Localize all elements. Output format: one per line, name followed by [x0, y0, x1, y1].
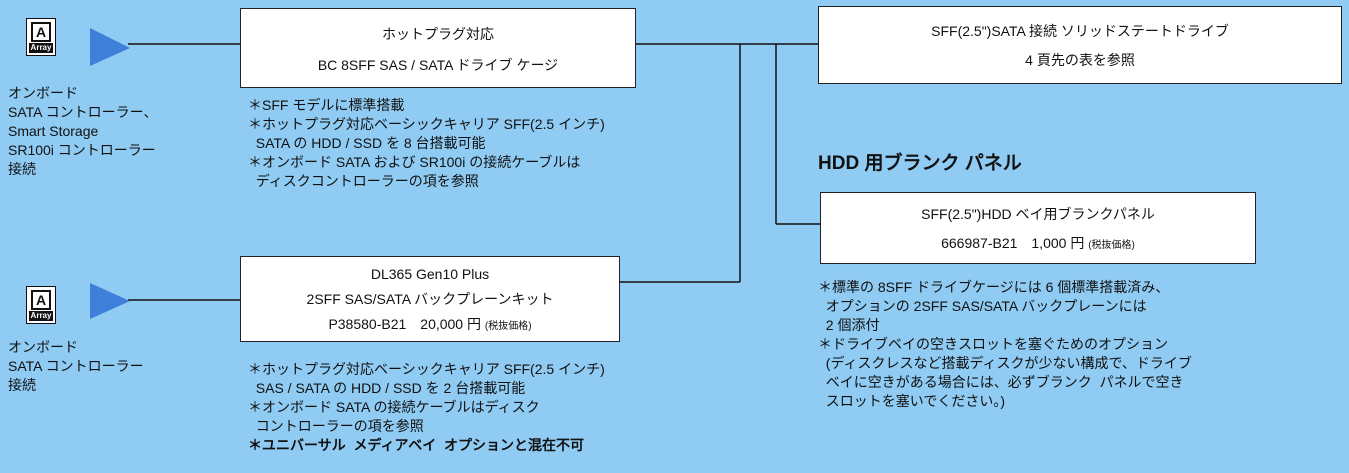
drive-cage-box: ホットプラグ対応 BC 8SFF SAS / SATA ドライブ ケージ	[240, 8, 636, 88]
array-icon-letter: A	[31, 22, 51, 42]
blank-panel-notes: ＊標準の 8SFF ドライブケージには 6 個標準搭載済み、 オプションの 2S…	[818, 279, 1192, 409]
arrow-right-icon	[90, 283, 130, 319]
controller-bottom-label: オンボード SATA コントローラー 接続	[8, 339, 144, 393]
arrow-right-icon	[90, 28, 130, 66]
blank-panel-price: 666987-B21 1,000 円 (税抜価格)	[941, 235, 1135, 251]
blank-panel-heading: HDD 用ブランク パネル	[818, 153, 1022, 174]
ssd-box: SFF(2.5")SATA 接続 ソリッドステートドライブ 4 頁先の表を参照	[818, 6, 1342, 84]
drive-cage-name: BC 8SFF SAS / SATA ドライブ ケージ	[317, 57, 559, 73]
array-controller-icon: A Array	[26, 18, 56, 56]
backplane-kit-box: DL365 Gen10 Plus 2SFF SAS/SATA バックプレーンキッ…	[240, 256, 620, 342]
array-icon-label: Array	[29, 311, 53, 321]
backplane-price: P38580-B21 20,000 円 (税抜価格)	[328, 316, 532, 332]
blank-panel-title: SFF(2.5")HDD ベイ用ブランクパネル	[921, 206, 1155, 222]
mixing-warning: ＊ユニバーサル メディアベイ オプションと混在不可	[248, 437, 585, 453]
array-icon-label: Array	[29, 43, 53, 53]
backplane-name: 2SFF SAS/SATA バックプレーンキット	[306, 291, 554, 307]
backplane-notes: ＊ホットプラグ対応ベーシックキャリア SFF(2.5 インチ) SAS / SA…	[248, 361, 605, 453]
drive-cage-notes: ＊SFF モデルに標準搭載 ＊ホットプラグ対応ベーシックキャリア SFF(2.5…	[248, 97, 605, 189]
controller-top-label: オンボード SATA コントローラー、 Smart Storage SR100i…	[8, 85, 158, 177]
blank-panel-box: SFF(2.5")HDD ベイ用ブランクパネル 666987-B21 1,000…	[820, 192, 1256, 264]
backplane-server: DL365 Gen10 Plus	[370, 266, 490, 282]
drive-cage-title: ホットプラグ対応	[382, 26, 494, 42]
array-controller-icon: A Array	[26, 286, 56, 324]
ssd-reference: 4 頁先の表を参照	[1025, 52, 1135, 68]
array-icon-letter: A	[31, 290, 51, 310]
ssd-title: SFF(2.5")SATA 接続 ソリッドステートドライブ	[931, 23, 1229, 39]
